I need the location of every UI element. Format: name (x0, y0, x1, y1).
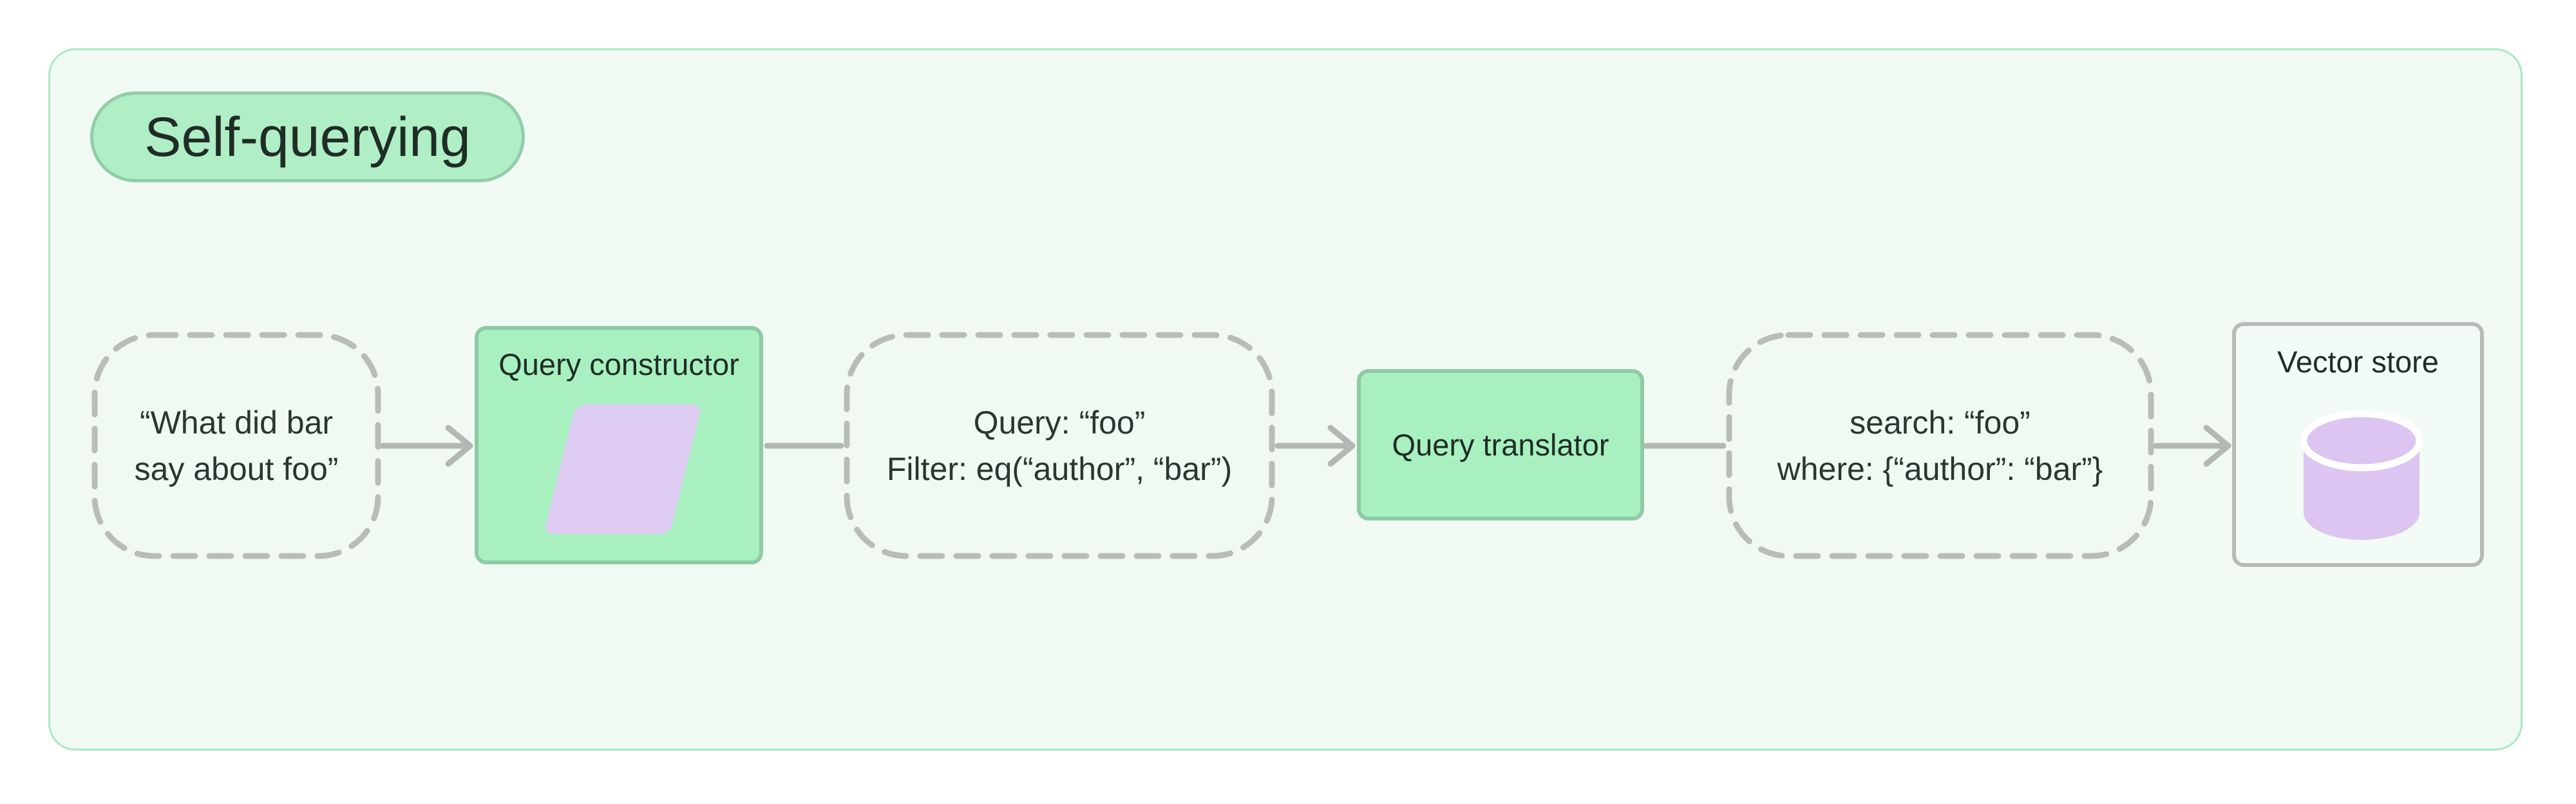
node-query-translator: Query translator (1357, 369, 1644, 521)
database-icon (2300, 410, 2423, 540)
node-constructed-query: Query: “foo” Filter: eq(“author”, “bar”) (844, 332, 1275, 559)
dashed-border (1726, 332, 2154, 559)
node-vector-store: Vector store (2232, 322, 2484, 567)
diagram-title-badge: Self-querying (90, 91, 525, 182)
node-constructed-query-line-1: Query: “foo” (973, 404, 1146, 441)
dashed-border (91, 332, 381, 559)
node-translated-query: search: “foo” where: {“author”: “bar”} (1726, 332, 2154, 559)
node-user-query-line-2: say about foo” (134, 450, 339, 487)
node-query-constructor-label: Query constructor (498, 347, 739, 381)
dashed-border (844, 332, 1275, 559)
diagram-title: Self-querying (144, 106, 471, 168)
parallelogram-icon (543, 405, 703, 534)
node-user-query-line-1: “What did bar (139, 404, 334, 441)
node-constructed-query-line-2: Filter: eq(“author”, “bar”) (886, 450, 1233, 487)
node-translated-query-line-2: where: {“author”: “bar”} (1777, 450, 2103, 487)
node-vector-store-label: Vector store (2277, 345, 2439, 379)
node-query-constructor: Query constructor (475, 326, 763, 564)
node-query-translator-label: Query translator (1392, 428, 1609, 462)
node-user-query: “What did bar say about foo” (91, 332, 381, 559)
node-translated-query-line-1: search: “foo” (1850, 404, 2031, 441)
